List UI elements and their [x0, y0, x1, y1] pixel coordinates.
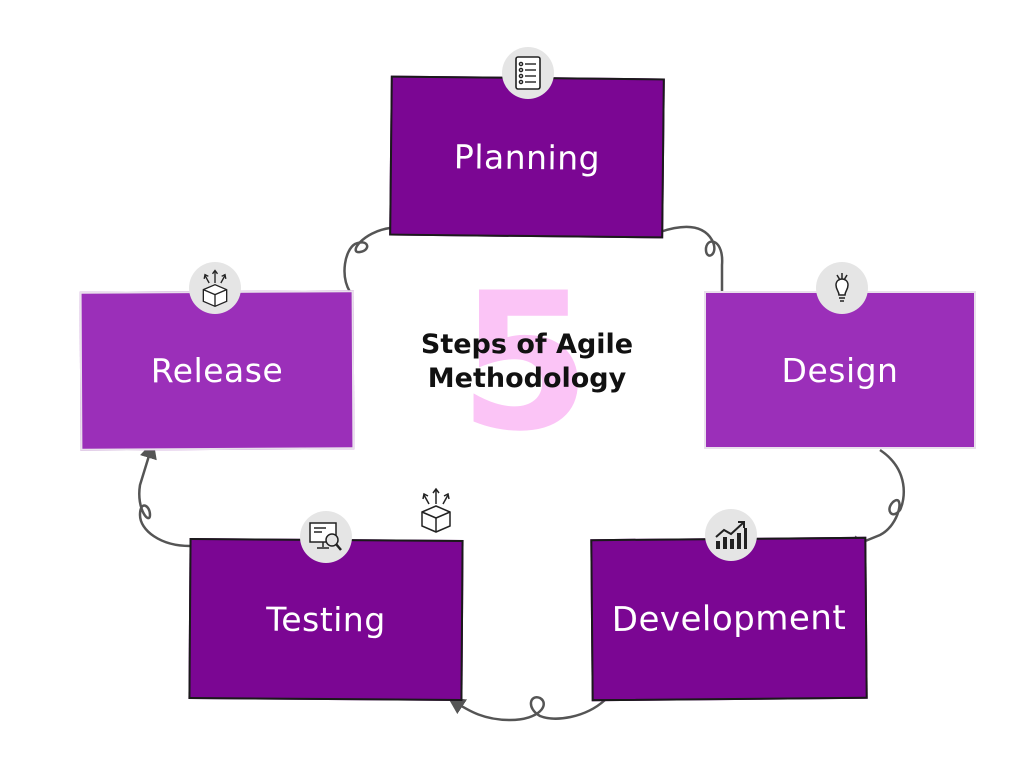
- arrow-testing-to-release: [138, 440, 191, 548]
- arrow-release-to-planning: [343, 218, 420, 293]
- title-line-1: Steps of Agile: [420, 329, 634, 360]
- arrow-planning-to-design: [659, 225, 731, 318]
- arrow-design-to-development: [843, 448, 905, 552]
- growth-chart-icon: [705, 509, 757, 561]
- step-design: Design: [704, 291, 976, 449]
- step-development: Development: [590, 536, 868, 702]
- box-arrows-icon: [416, 486, 456, 534]
- title-line-2: Methodology: [427, 363, 627, 394]
- arrow-development-to-testing: [447, 696, 606, 722]
- diagram-title: Steps of Agile Methodology: [390, 328, 664, 396]
- big-number-five: 5: [458, 252, 592, 473]
- step-planning-label: Planning: [453, 136, 601, 178]
- checklist-icon: [502, 47, 554, 99]
- step-testing-label: Testing: [266, 599, 386, 640]
- step-development-label: Development: [611, 597, 847, 641]
- step-planning: Planning: [389, 75, 665, 239]
- step-release: Release: [79, 290, 355, 451]
- lightbulb-tools-icon: [816, 262, 868, 314]
- step-release-label: Release: [150, 350, 284, 391]
- step-design-label: Design: [781, 350, 899, 390]
- monitor-magnifier-icon: [300, 511, 352, 563]
- box-arrows-icon: [189, 262, 241, 314]
